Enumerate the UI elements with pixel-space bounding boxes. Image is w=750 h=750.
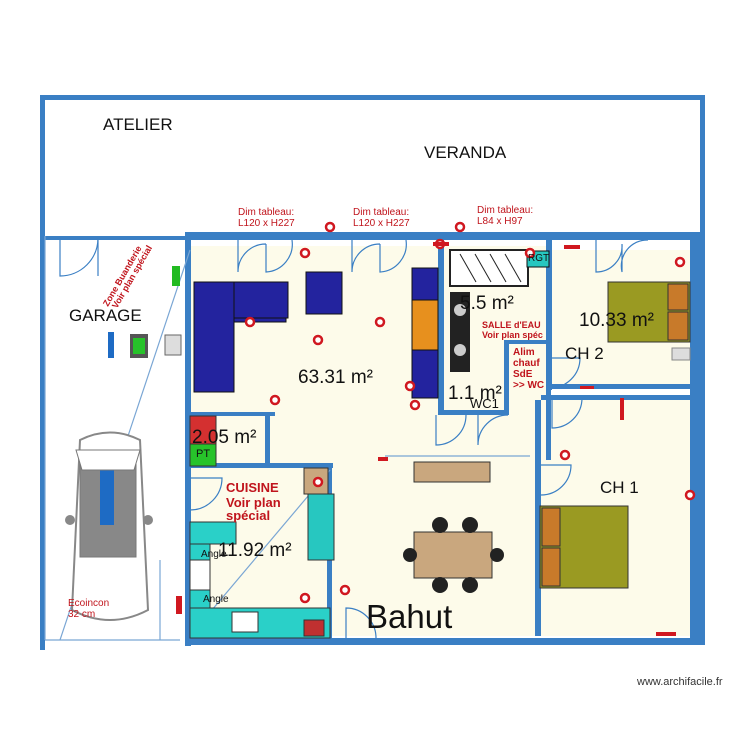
dim-tableau-3-line2: L84 x H97 [477, 216, 523, 227]
area-sde: 5.5 m² [460, 293, 514, 314]
rgt-label: RGT [528, 253, 550, 264]
kitchen [189, 467, 335, 639]
garage-objects [108, 266, 182, 358]
room-veranda: VERANDA [424, 143, 507, 162]
ecoincon-note2: 32 cm [68, 609, 96, 620]
alim-note-4: >> WC [513, 380, 545, 391]
sde-note-line2: Voir plan spéc [482, 330, 543, 340]
walls [40, 95, 705, 650]
dim-tableau-3-line1: Dim tableau: [477, 205, 534, 216]
room-ch2: CH 2 [565, 344, 604, 363]
markers [244, 221, 696, 604]
dim-tableau-1-line2: L120 x H227 [238, 218, 295, 229]
dim-tableau-2-line1: Dim tableau: [353, 207, 410, 218]
angle-label-2: Angle [203, 594, 229, 605]
red-bars [176, 242, 676, 636]
sofa-group [193, 267, 439, 399]
bed-ch2 [607, 281, 691, 361]
area-wc: 1.1 m² [448, 383, 502, 404]
room-fills [190, 246, 690, 636]
angle-label-1: Angle [201, 549, 227, 560]
sde-note-line1: SALLE d'EAU [482, 320, 541, 330]
dim-tableau-2-line2: L120 x H227 [353, 218, 410, 229]
area-cellier: 2.05 m² [192, 427, 257, 448]
room-cuisine-title: CUISINE [226, 480, 279, 495]
cellier [189, 415, 217, 467]
room-atelier: ATELIER [103, 115, 173, 134]
dining [403, 461, 504, 593]
pt-label: PT [196, 448, 211, 460]
shower [449, 249, 550, 372]
room-wc: WC1 [470, 396, 499, 411]
room-cuisine-note1: Voir plan [226, 495, 281, 510]
doors [59, 237, 649, 639]
room-ch1: CH 1 [600, 478, 639, 497]
bahut-label: Bahut [366, 598, 453, 635]
area-living: 63.31 m² [298, 367, 373, 388]
room-cuisine-note2: spécial [226, 508, 271, 523]
ecoincon-note1: Ecoincon [68, 598, 110, 609]
car [65, 431, 153, 621]
area-cuisine: 11.92 m² [218, 540, 292, 561]
alim-note-1: Alim [513, 347, 535, 358]
alim-note-3: SdE [513, 369, 533, 380]
alim-note-2: chauf [513, 358, 540, 369]
bed-ch1 [539, 505, 629, 589]
area-ch2: 10.33 m² [579, 310, 654, 331]
dim-tableau-1-line1: Dim tableau: [238, 207, 295, 218]
room-garage: GARAGE [69, 306, 142, 325]
watermark: www.archifacile.fr [637, 676, 723, 688]
